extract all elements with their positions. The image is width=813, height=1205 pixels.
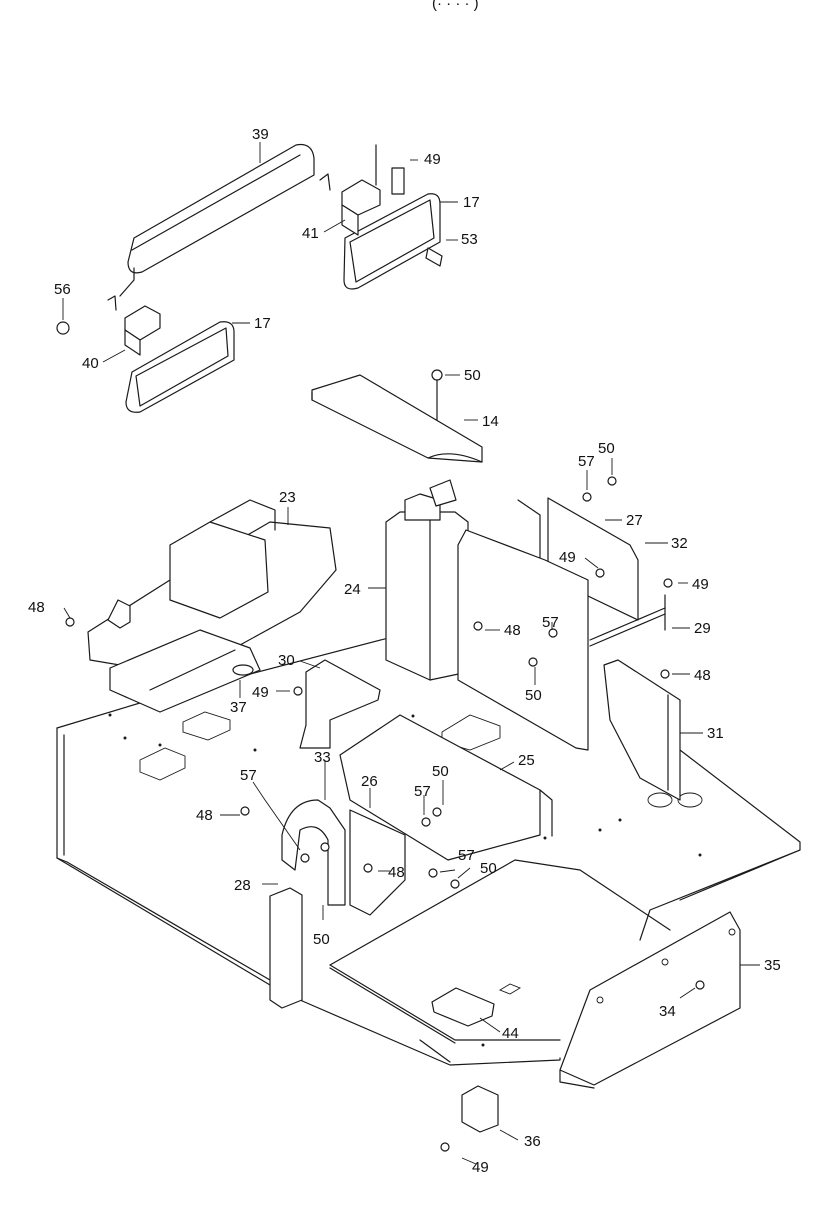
callout-17: 17 xyxy=(463,194,480,211)
callout-31: 31 xyxy=(707,725,724,742)
callout-50: 50 xyxy=(432,763,449,780)
leader-lines xyxy=(62,142,760,1165)
callout-25: 25 xyxy=(518,752,535,769)
floor-plate xyxy=(56,634,801,1066)
part-28-post xyxy=(269,887,303,1009)
part-44-cup xyxy=(431,987,495,1027)
part-23-duct xyxy=(87,499,337,713)
callout-36: 36 xyxy=(524,1133,541,1150)
callout-28: 28 xyxy=(234,877,251,894)
part-31-bracket xyxy=(603,659,681,801)
part-24-housing xyxy=(385,479,469,681)
part-26-upright xyxy=(349,809,406,916)
part-17-mirror-upper xyxy=(343,193,441,290)
header-title-fragment: (· · · · ) xyxy=(432,0,479,12)
callout-33: 33 xyxy=(314,749,331,766)
callout-35: 35 xyxy=(764,957,781,974)
callout-26: 26 xyxy=(361,773,378,790)
callout-41: 41 xyxy=(302,225,319,242)
callout-30: 30 xyxy=(278,652,295,669)
callout-49: 49 xyxy=(252,684,269,701)
callout-24: 24 xyxy=(344,581,361,598)
part-37-grommet xyxy=(232,664,254,676)
callout-49: 49 xyxy=(559,549,576,566)
part-40-bracket xyxy=(107,295,161,356)
callout-44: 44 xyxy=(502,1025,519,1042)
callout-27: 27 xyxy=(626,512,643,529)
callout-48: 48 xyxy=(504,622,521,639)
callout-56: 56 xyxy=(54,281,71,298)
callout-49: 49 xyxy=(424,151,441,168)
part-33-bracket xyxy=(281,799,346,906)
callout-57: 57 xyxy=(414,783,431,800)
part-39-panel xyxy=(119,143,315,297)
callout-57: 57 xyxy=(578,453,595,470)
callout-57: 57 xyxy=(542,614,559,631)
part-17-mirror-lower xyxy=(125,321,235,413)
callout-14: 14 xyxy=(482,413,499,430)
part-41-bracket xyxy=(319,144,381,236)
callout-39: 39 xyxy=(252,126,269,143)
callout-50: 50 xyxy=(525,687,542,704)
part-35-plate xyxy=(559,911,741,1089)
callout-50: 50 xyxy=(598,440,615,457)
bolts xyxy=(65,476,705,1152)
callout-34: 34 xyxy=(659,1003,676,1020)
callout-37: 37 xyxy=(230,699,247,716)
callout-40: 40 xyxy=(82,355,99,372)
fasteners-upper xyxy=(56,167,443,441)
callout-48: 48 xyxy=(28,599,45,616)
callout-48: 48 xyxy=(694,667,711,684)
callout-57: 57 xyxy=(458,847,475,864)
callout-32: 32 xyxy=(671,535,688,552)
part-25-base xyxy=(339,529,589,861)
part-14-cover xyxy=(311,374,483,463)
callout-48: 48 xyxy=(388,864,405,881)
callout-53: 53 xyxy=(461,231,478,248)
callout-17: 17 xyxy=(254,315,271,332)
callout-23: 23 xyxy=(279,489,296,506)
callout-57: 57 xyxy=(240,767,257,784)
callout-50: 50 xyxy=(480,860,497,877)
callout-labels: 39 49 17 41 53 56 17 40 50 14 50 57 27 2… xyxy=(28,126,781,1176)
callout-29: 29 xyxy=(694,620,711,637)
callout-50: 50 xyxy=(313,931,330,948)
part-30-plate xyxy=(299,659,381,749)
part-29-rod xyxy=(589,594,666,647)
callout-49: 49 xyxy=(472,1159,489,1176)
callout-49: 49 xyxy=(692,576,709,593)
callout-48: 48 xyxy=(196,807,213,824)
part-36-bracket xyxy=(461,1085,499,1133)
callout-50: 50 xyxy=(464,367,481,384)
